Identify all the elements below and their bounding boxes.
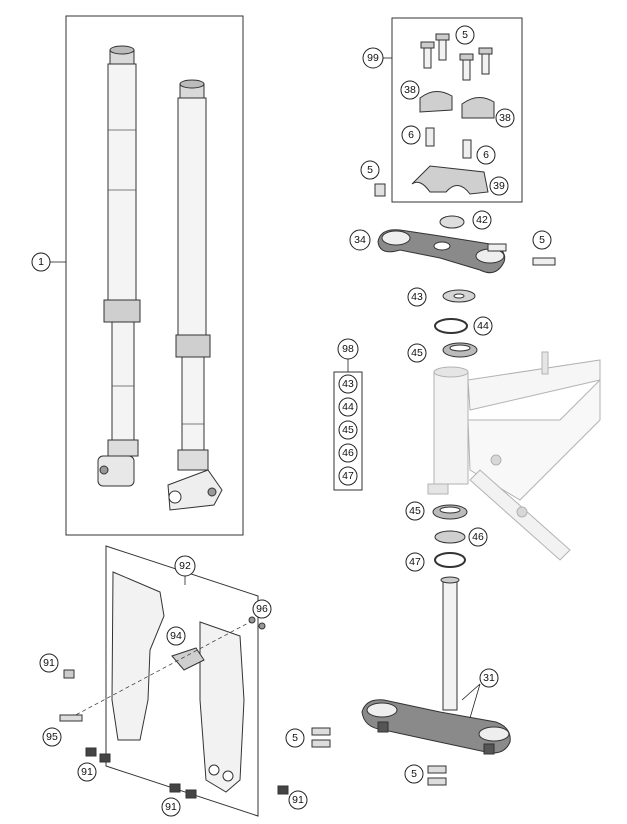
clamp-kit-group: 5 99 38 38 6 6 39 xyxy=(362,17,523,203)
guard-right xyxy=(199,621,245,793)
kit-47: 47 xyxy=(342,470,354,482)
callout-1-circle xyxy=(31,252,51,272)
callout-43: 43 xyxy=(411,291,423,303)
callout-95: 95 xyxy=(46,731,58,743)
callout-45-lower: 45 xyxy=(409,505,421,517)
callout-5-lower-a: 5 xyxy=(292,732,298,744)
callout-34: 34 xyxy=(354,234,366,246)
callout-98: 98 xyxy=(342,343,354,355)
fork-assembly-group: 1 xyxy=(31,15,244,536)
callout-1: 1 xyxy=(38,256,44,268)
kit-46: 46 xyxy=(342,447,354,459)
callout-42: 42 xyxy=(476,214,488,226)
callout-91-bottom-mid: 91 xyxy=(165,801,177,813)
guard-left xyxy=(111,571,165,741)
callout-44: 44 xyxy=(477,320,489,332)
callout-6-left: 6 xyxy=(408,129,414,141)
callout-39: 39 xyxy=(493,180,505,192)
callout-91-bottom-left: 91 xyxy=(81,766,93,778)
callout-47: 47 xyxy=(409,556,421,568)
clamp-bolts xyxy=(420,33,493,81)
bearing-kit-frame xyxy=(333,371,363,491)
top-triple-clamp xyxy=(377,229,506,274)
callout-94: 94 xyxy=(170,630,182,642)
fork-leg-left xyxy=(97,45,141,487)
lower-triple-clamp xyxy=(361,576,511,755)
callout-91-left: 91 xyxy=(43,657,55,669)
seal-46 xyxy=(434,530,466,544)
callout-5-side: 5 xyxy=(367,164,373,176)
callout-91-bottom-right: 91 xyxy=(292,794,304,806)
bracket-94 xyxy=(171,647,205,671)
kit-45: 45 xyxy=(342,424,354,436)
clamp-lower xyxy=(411,165,489,195)
callout-38-right: 38 xyxy=(499,112,511,124)
frame-head-tube xyxy=(427,351,601,561)
callout-46: 46 xyxy=(472,531,484,543)
callout-5-triple: 5 xyxy=(539,234,545,246)
callout-45-upper: 45 xyxy=(411,347,423,359)
callout-92: 92 xyxy=(179,560,191,572)
callout-99: 99 xyxy=(367,52,379,64)
clamp-half-right xyxy=(461,97,495,119)
fork-leg-right xyxy=(167,79,223,511)
nut-42 xyxy=(439,215,465,229)
callout-38-left: 38 xyxy=(404,84,416,96)
kit-44: 44 xyxy=(342,401,354,413)
callout-5-lower-b: 5 xyxy=(411,768,417,780)
clamp-kit-frame xyxy=(391,17,523,203)
callout-6-right: 6 xyxy=(483,149,489,161)
kit-43: 43 xyxy=(342,378,354,390)
fork-protector-group: 94 96 92 xyxy=(69,545,272,817)
oring-44 xyxy=(434,318,468,334)
clamp-half-left xyxy=(419,91,453,113)
bearing-kit-group: 98 43 44 45 46 47 xyxy=(333,338,363,491)
callout-96: 96 xyxy=(256,603,268,615)
callout-5-top: 5 xyxy=(462,29,468,41)
fork-protector-frame xyxy=(105,545,259,817)
oring-47 xyxy=(434,552,466,568)
fork-assembly-frame xyxy=(65,15,244,536)
callout-31: 31 xyxy=(483,672,495,684)
